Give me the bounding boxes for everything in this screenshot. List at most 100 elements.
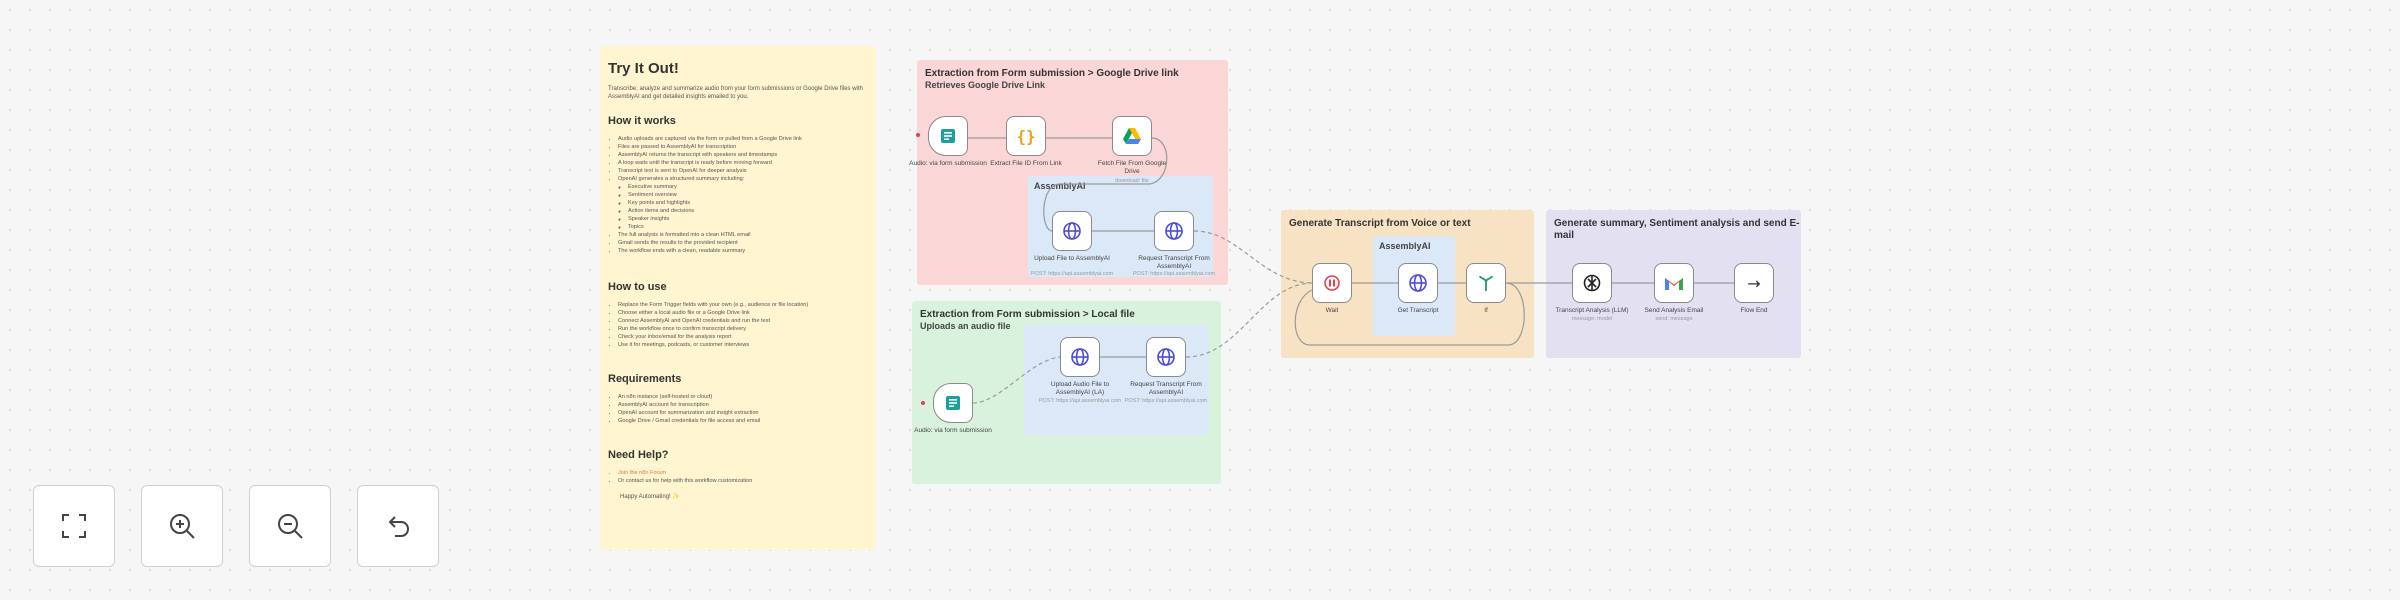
node-subtitle: message: model <box>1571 316 1613 322</box>
how-to-use-list: Replace the Form Trigger fields with you… <box>608 301 868 349</box>
node-label: Send Analysis Email <box>1644 307 1704 314</box>
group-title: Extraction from Form submission > Local … <box>920 309 1135 320</box>
code-braces-icon: {} <box>1016 126 1036 146</box>
sticky-note-instructions[interactable]: Try It Out! Transcribe, analyze and summ… <box>600 46 876 550</box>
list-subitem: Speaker insights <box>628 215 868 223</box>
zoom-out-icon <box>278 514 303 539</box>
node-wait[interactable] <box>1312 263 1352 303</box>
connection-line <box>972 356 1061 404</box>
node-label: Get Transcript <box>1397 307 1439 314</box>
node-label: Wait <box>1325 307 1339 314</box>
list-item: Use it for meetings, podcasts, or custom… <box>618 341 868 349</box>
group-title: Generate summary, Sentiment analysis and… <box>1554 218 1800 241</box>
requirements-heading: Requirements <box>608 373 682 385</box>
node-label: Fetch File From Google Drive <box>1097 160 1167 175</box>
list-item: Gmail sends the results to the provided … <box>618 239 868 247</box>
node-label: Upload Audio File to AssemblyAI (LA) <box>1050 381 1110 396</box>
undo-button[interactable] <box>357 485 439 567</box>
connection-line <box>1043 137 1168 232</box>
list-item: The workflow ends with a clean, readable… <box>618 247 868 255</box>
node-subtitle: POST: https://api.assemblyai.com <box>1124 398 1208 404</box>
node-request-transcript-drive[interactable] <box>1154 211 1194 251</box>
fit-view-button[interactable] <box>33 485 115 567</box>
group-subtitle: Retrieves Google Drive Link <box>925 80 1046 90</box>
connection-line <box>1185 282 1313 358</box>
node-label: Request Transcript From AssemblyAI <box>1138 255 1210 270</box>
form-icon <box>941 129 955 143</box>
list-item: AssemblyAI returns the transcript with s… <box>618 151 868 159</box>
node-if[interactable] <box>1466 263 1506 303</box>
node-label: Audio: via form submission <box>914 427 992 434</box>
node-label: Upload File to AssemblyAI <box>1034 255 1110 262</box>
group-title: Extraction from Form submission > Google… <box>925 68 1179 79</box>
node-form-trigger-local[interactable] <box>933 383 973 423</box>
node-subtitle: POST: https://api.assemblyai.com <box>1038 398 1122 404</box>
branch-icon <box>1479 275 1493 291</box>
node-request-transcript-local[interactable] <box>1146 337 1186 377</box>
list-item: Run the workflow once to confirm transcr… <box>618 325 868 333</box>
zoom-in-button[interactable] <box>141 485 223 567</box>
list-subitem: Topics <box>628 223 868 231</box>
node-transcript-analysis[interactable] <box>1572 263 1612 303</box>
undo-icon <box>388 516 410 537</box>
connection-line <box>1193 230 1313 284</box>
node-label: Request Transcript From AssemblyAI <box>1130 381 1202 396</box>
note-intro: Transcribe, analyze and summarize audio … <box>608 86 863 100</box>
list-item: The full analysis is formatted into a cl… <box>618 231 868 239</box>
list-item: Choose either a local audio file or a Go… <box>618 309 868 317</box>
globe-icon <box>1063 222 1081 240</box>
node-label: Audio: via form submission <box>909 160 987 167</box>
list-item: A loop waits until the transcript is rea… <box>618 159 868 167</box>
need-help-heading: Need Help? <box>608 449 669 461</box>
node-subtitle: POST: https://api.assemblyai.com <box>1030 271 1114 277</box>
list-item: OpenAI account for summarization and ins… <box>618 409 868 417</box>
pause-icon <box>1324 275 1340 291</box>
requirements-list: An n8n instance (self-hosted or cloud) A… <box>608 393 868 425</box>
node-subtitle: send: message <box>1655 316 1693 322</box>
node-upload-assemblyai-drive[interactable] <box>1052 211 1092 251</box>
google-drive-icon <box>1123 128 1141 144</box>
list-item: Transcript text is sent to OpenAI for de… <box>618 167 868 175</box>
trigger-indicator <box>921 401 925 405</box>
node-flow-end[interactable]: → <box>1734 263 1774 303</box>
node-fetch-drive[interactable] <box>1112 116 1152 156</box>
list-item: An n8n instance (self-hosted or cloud) <box>618 393 868 401</box>
connection-line <box>1294 282 1525 346</box>
how-it-works-heading: How it works <box>608 115 676 127</box>
globe-icon <box>1071 348 1089 366</box>
how-to-use-heading: How to use <box>608 281 667 293</box>
list-subitem: Sentiment overview <box>628 191 868 199</box>
node-label: Transcript Analysis (LLM) <box>1555 307 1629 314</box>
list-subitem: Executive summary <box>628 183 868 191</box>
group-title: AssemblyAI <box>1034 181 1086 191</box>
list-item: Replace the Form Trigger fields with you… <box>618 301 868 309</box>
globe-icon <box>1157 348 1175 366</box>
list-item: OpenAI generates a structured summary in… <box>618 175 868 183</box>
node-extract-file-id[interactable]: {} <box>1006 116 1046 156</box>
list-subitem: Action items and decisions <box>628 207 868 215</box>
form-icon <box>946 396 960 410</box>
list-item: Google Drive / Gmail credentials for fil… <box>618 417 868 425</box>
openai-icon <box>1583 274 1601 292</box>
globe-icon <box>1409 274 1427 292</box>
list-item: Or contact us for help with this workflo… <box>618 477 868 485</box>
node-subtitle: POST: https://api.assemblyai.com <box>1132 271 1216 277</box>
gmail-icon <box>1665 278 1683 290</box>
node-form-trigger-drive[interactable] <box>928 116 968 156</box>
node-send-email[interactable] <box>1654 263 1694 303</box>
node-get-transcript[interactable] <box>1398 263 1438 303</box>
node-subtitle: download: file <box>1115 178 1149 184</box>
note-title: Try It Out! <box>608 60 679 77</box>
node-upload-assemblyai-local[interactable] <box>1060 337 1100 377</box>
zoom-out-button[interactable] <box>249 485 331 567</box>
zoom-in-icon <box>170 514 195 539</box>
note-footer: Happy Automating! ✨ <box>620 494 680 500</box>
fit-view-icon <box>62 514 86 538</box>
group-subtitle: Uploads an audio file <box>920 321 1011 331</box>
group-title: Generate Transcript from Voice or text <box>1289 218 1471 229</box>
list-item: Audio uploads are captured via the form … <box>618 135 868 143</box>
list-item: Check your inbox/email for the analysis … <box>618 333 868 341</box>
node-label: If <box>1484 307 1488 314</box>
help-link[interactable]: Join the n8n Forum <box>618 469 868 477</box>
list-item: Files are passed to AssemblyAI for trans… <box>618 143 868 151</box>
